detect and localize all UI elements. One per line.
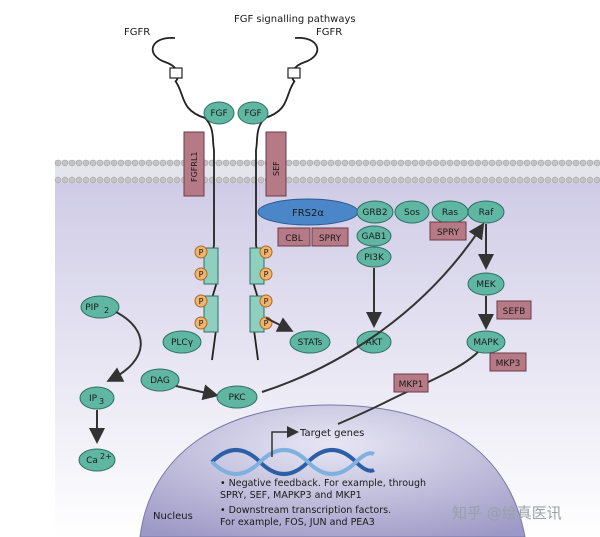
mkp1-label: MKP1 bbox=[399, 380, 424, 390]
stats-node bbox=[289, 330, 331, 354]
phospho-label-8: P bbox=[264, 319, 269, 328]
pkc-node bbox=[216, 385, 258, 409]
pkc-label: PKC bbox=[228, 393, 245, 403]
phospho-label-5: P bbox=[264, 248, 269, 257]
mapk-to-nucleus-line bbox=[337, 351, 479, 425]
ip3-label: IP bbox=[89, 394, 98, 404]
phospho-site-2 bbox=[194, 267, 208, 281]
mek-node bbox=[467, 272, 505, 296]
stats-label: STATs bbox=[298, 338, 323, 348]
grb2-node bbox=[356, 200, 394, 224]
fgf-label-left: FGF bbox=[210, 109, 227, 119]
fgfrl1-label: FGFRL1 bbox=[190, 151, 199, 182]
pi3k-label: PI3K bbox=[364, 253, 385, 263]
dag-node bbox=[140, 368, 180, 392]
sef-membrane-label: SEF bbox=[272, 161, 281, 176]
nucleus-note-2: SPRY, SEF, MAPKP3 and MKP1 bbox=[220, 490, 362, 501]
fgfrl1-box bbox=[183, 131, 205, 197]
akt-node bbox=[356, 330, 392, 354]
akt-label: AKT bbox=[366, 338, 383, 348]
pkc-to-raf-arrow bbox=[261, 222, 485, 393]
dna-helix bbox=[210, 448, 375, 476]
phospho-label-7: P bbox=[264, 297, 269, 306]
spry-label-2: SPRY bbox=[437, 228, 460, 238]
phospho-label-2: P bbox=[199, 270, 204, 279]
phospho-label-6: P bbox=[264, 270, 269, 279]
phospho-site-7 bbox=[259, 294, 273, 308]
calcium-node bbox=[78, 448, 116, 472]
phospho-label-1: P bbox=[199, 248, 204, 257]
frs2a-label: FRS2α bbox=[292, 208, 324, 219]
mek-label: MEK bbox=[476, 280, 496, 290]
phospho-site-5 bbox=[259, 245, 273, 259]
ras-label: Ras bbox=[442, 208, 459, 218]
phospho-label-4: P bbox=[199, 319, 204, 328]
dag-to-pkc-arrow bbox=[175, 384, 219, 401]
pip2-to-ip3-arrow bbox=[106, 311, 142, 382]
raf-node bbox=[467, 200, 505, 224]
grb2-label: GRB2 bbox=[362, 208, 387, 218]
pip2-label: PIP bbox=[85, 303, 99, 313]
sef-membrane-box bbox=[265, 131, 287, 197]
calcium-label: Ca bbox=[86, 456, 98, 466]
watermark: 知乎 @绘真医讯 bbox=[452, 504, 562, 522]
sefb-label: SEFB bbox=[503, 307, 526, 317]
sos-node bbox=[394, 200, 430, 224]
gab1-label: GAB1 bbox=[361, 232, 386, 242]
phospho-site-1 bbox=[194, 245, 208, 259]
nucleus-note-4: For example, FOS, JUN and PEA3 bbox=[220, 517, 375, 528]
sos-label: Sos bbox=[404, 208, 420, 218]
nucleus bbox=[139, 404, 526, 537]
raf-label: Raf bbox=[479, 208, 495, 218]
mkp3-box bbox=[489, 352, 527, 372]
mkp1-box bbox=[393, 373, 429, 393]
phospho-label-3: P bbox=[199, 297, 204, 306]
fgf-label-right: FGF bbox=[244, 109, 261, 119]
pip2-subscript: 2 bbox=[104, 306, 109, 315]
phospho-site-3 bbox=[194, 294, 208, 308]
calcium-superscript: 2+ bbox=[100, 452, 112, 461]
pi3k-node bbox=[356, 246, 392, 268]
nucleus-label: Nucleus bbox=[153, 511, 193, 522]
to-stats-arrow bbox=[265, 317, 294, 332]
plcy-label: PLCγ bbox=[171, 338, 194, 348]
fgf-ligand-right bbox=[237, 101, 269, 125]
gab1-node bbox=[356, 225, 392, 247]
kinase-domain-left-1 bbox=[203, 247, 219, 285]
diagram-title: FGF signalling pathways bbox=[234, 14, 356, 25]
spry-box-2 bbox=[429, 221, 467, 241]
ip3-node bbox=[79, 386, 115, 410]
mkp3-label: MKP3 bbox=[496, 359, 521, 369]
spry-box-1 bbox=[311, 227, 349, 247]
pip2-node bbox=[80, 295, 120, 319]
plcy-node bbox=[162, 330, 202, 354]
phospho-site-4 bbox=[194, 316, 208, 330]
transcription-arrow bbox=[271, 426, 299, 457]
dag-label: DAG bbox=[150, 376, 170, 386]
fgfr-label-left: FGFR bbox=[124, 27, 150, 38]
cbl-label: CBL bbox=[285, 234, 302, 244]
fgf-ligand-left bbox=[203, 101, 235, 125]
spry-label-1: SPRY bbox=[319, 234, 342, 244]
mapk-node bbox=[466, 330, 506, 354]
cell-membrane bbox=[54, 159, 600, 184]
cbl-box bbox=[277, 227, 311, 247]
nucleus-note-1: • Negative feedback. For example, throug… bbox=[220, 478, 426, 489]
target-genes-label: Target genes bbox=[299, 428, 364, 439]
mapk-label: MAPK bbox=[473, 338, 499, 348]
nucleus-note-3: • Downstream transcription factors. bbox=[220, 505, 391, 516]
sefb-box bbox=[496, 300, 532, 320]
fgfr-label-right: FGFR bbox=[316, 27, 342, 38]
phospho-site-6 bbox=[259, 267, 273, 281]
ip3-subscript: 3 bbox=[99, 397, 104, 406]
